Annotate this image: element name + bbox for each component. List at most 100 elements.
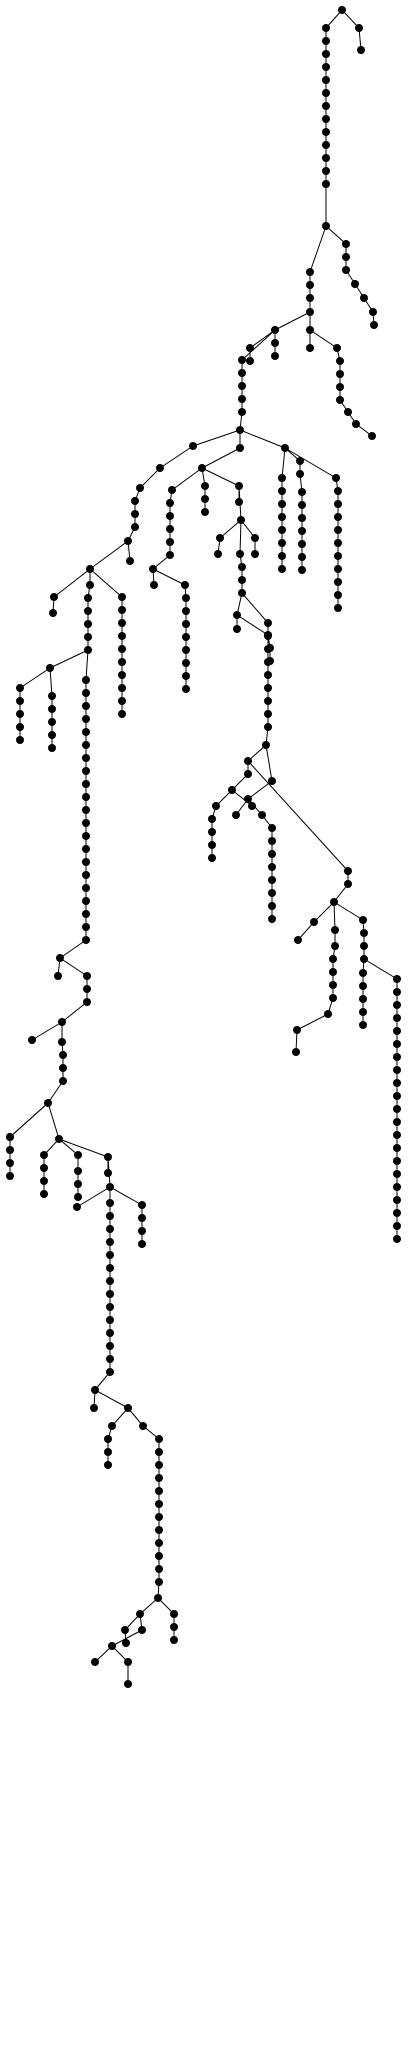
tree-node bbox=[82, 689, 90, 697]
tree-node bbox=[322, 128, 330, 136]
tree-node bbox=[82, 715, 90, 723]
tree-node bbox=[149, 565, 157, 573]
tree-node bbox=[333, 344, 341, 352]
tree-node bbox=[298, 540, 306, 548]
tree-node bbox=[329, 968, 337, 976]
tree-node bbox=[233, 611, 241, 619]
tree-node bbox=[74, 1193, 82, 1201]
tree-node bbox=[82, 884, 90, 892]
tree-edge bbox=[111, 1407, 129, 1427]
tree-node bbox=[342, 253, 350, 261]
tree-node bbox=[104, 1461, 112, 1469]
tree-node bbox=[155, 1578, 163, 1586]
tree-node bbox=[182, 620, 190, 628]
tree-node bbox=[334, 578, 342, 586]
tree-edge bbox=[219, 519, 242, 539]
tree-node bbox=[306, 308, 314, 316]
tree-node bbox=[106, 1329, 114, 1337]
tree-node bbox=[118, 684, 126, 692]
tree-node bbox=[330, 898, 338, 906]
tree-node bbox=[251, 534, 259, 542]
tree-node bbox=[322, 115, 330, 123]
tree-node bbox=[90, 1404, 98, 1412]
tree-node bbox=[332, 474, 340, 482]
tree-node bbox=[121, 1626, 129, 1634]
tree-node bbox=[208, 828, 216, 836]
tree-node bbox=[322, 63, 330, 71]
tree-node bbox=[352, 420, 360, 428]
tree-node bbox=[306, 344, 314, 352]
tree-node bbox=[329, 981, 337, 989]
tree-node bbox=[298, 488, 306, 496]
tree-node bbox=[16, 684, 24, 692]
tree-node bbox=[82, 676, 90, 684]
tree-edge bbox=[192, 429, 241, 447]
tree-node bbox=[84, 646, 92, 654]
tree-node bbox=[322, 24, 330, 32]
tree-node bbox=[360, 294, 368, 302]
tree-node bbox=[264, 671, 272, 679]
tree-node bbox=[322, 222, 330, 230]
tree-node bbox=[154, 1594, 162, 1602]
tree-node bbox=[182, 685, 190, 693]
tree-node bbox=[131, 523, 139, 531]
tree-node bbox=[268, 824, 276, 832]
tree-node bbox=[136, 1610, 144, 1618]
tree-node bbox=[393, 1092, 401, 1100]
tree-node bbox=[106, 1290, 114, 1298]
tree-node bbox=[16, 697, 24, 705]
tree-node bbox=[264, 619, 272, 627]
tree-node bbox=[166, 499, 174, 507]
tree-node bbox=[82, 910, 90, 918]
tree-node bbox=[49, 609, 57, 617]
tree-node bbox=[238, 408, 246, 416]
tree-node bbox=[331, 926, 339, 934]
tree-nodes bbox=[6, 6, 401, 1688]
tree-node bbox=[238, 576, 246, 584]
tree-node bbox=[248, 802, 256, 810]
tree-node bbox=[40, 1190, 48, 1198]
tree-node bbox=[58, 1038, 66, 1046]
tree-node bbox=[156, 464, 164, 472]
tree-node bbox=[138, 1214, 146, 1222]
tree-node bbox=[82, 897, 90, 905]
tree-edge bbox=[239, 429, 286, 449]
tree-node bbox=[278, 565, 286, 573]
tree-node bbox=[16, 736, 24, 744]
tree-node bbox=[338, 6, 346, 14]
tree-node bbox=[48, 692, 56, 700]
tree-node bbox=[124, 1680, 132, 1688]
tree-node bbox=[82, 780, 90, 788]
tree-node bbox=[342, 266, 350, 274]
tree-node bbox=[118, 658, 126, 666]
tree-edge bbox=[296, 1013, 329, 1031]
tree-node bbox=[393, 1014, 401, 1022]
tree-node bbox=[182, 646, 190, 654]
tree-node bbox=[322, 102, 330, 110]
tree-node bbox=[235, 482, 243, 490]
tree-node bbox=[268, 777, 276, 785]
tree-node bbox=[73, 1203, 81, 1211]
tree-node bbox=[393, 1235, 401, 1243]
tree-node bbox=[118, 593, 126, 601]
tree-node bbox=[359, 1008, 367, 1016]
tree-edge bbox=[171, 467, 203, 491]
tree-edge bbox=[341, 9, 360, 29]
tree-node bbox=[82, 767, 90, 775]
tree-node bbox=[393, 1118, 401, 1126]
tree-edge bbox=[58, 1138, 79, 1156]
tree-edge bbox=[363, 958, 398, 980]
tree-node bbox=[138, 1201, 146, 1209]
tree-node bbox=[82, 858, 90, 866]
tree-node bbox=[306, 294, 314, 302]
tree-edge bbox=[325, 225, 347, 245]
tree-node bbox=[331, 942, 339, 950]
tree-node bbox=[83, 985, 91, 993]
tree-node bbox=[393, 1027, 401, 1035]
tree-node bbox=[370, 321, 378, 329]
tree-node bbox=[104, 1435, 112, 1443]
tree-node bbox=[82, 871, 90, 879]
tree-node bbox=[393, 1066, 401, 1074]
tree-node bbox=[106, 1199, 114, 1207]
tree-edge bbox=[58, 1138, 109, 1158]
